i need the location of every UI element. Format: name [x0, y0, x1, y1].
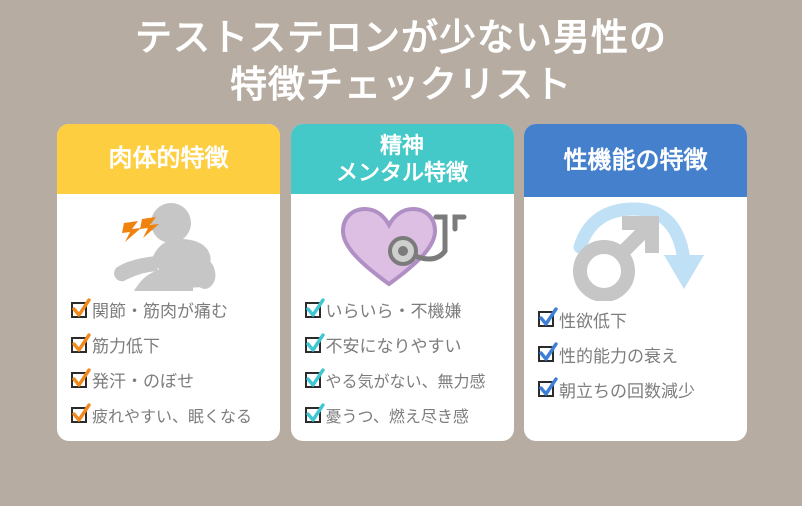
list-item[interactable]: 関節・筋肉が痛む	[71, 293, 280, 326]
list-item-label: やる気がない、無力感	[325, 373, 486, 391]
checkbox-checked-icon[interactable]	[71, 367, 91, 388]
checkbox-checked-icon[interactable]	[304, 297, 325, 318]
checkbox-checked-icon[interactable]	[304, 367, 325, 388]
list-item[interactable]: 疲れやすい、眠くなる	[71, 398, 280, 431]
page-title-line-2: 特徴チェックリスト	[230, 64, 572, 105]
card-physical: 肉体的特徴	[57, 124, 280, 441]
card-physical-header: 肉体的特徴	[57, 124, 280, 194]
list-item[interactable]: 憂うつ、燃え尽き感	[304, 398, 514, 431]
list-item[interactable]: 性的能力の衰え	[538, 338, 747, 371]
checkbox-checked-icon[interactable]	[71, 297, 91, 318]
card-mental: 精神 メンタル特徴 いらいら・不機嫌	[290, 124, 514, 441]
list-item-label: 発汗・のぼせ	[92, 372, 194, 391]
male-symbol-down-arrow-icon	[524, 197, 747, 301]
list-item[interactable]: いらいら・不機嫌	[304, 293, 514, 326]
card-mental-header: 精神 メンタル特徴	[290, 124, 514, 194]
card-sexual-header: 性機能の特徴	[524, 124, 747, 197]
card-sexual-list: 性欲低下 性的能力の衰え 朝立ちの回数減少	[524, 301, 747, 441]
card-physical-header-label: 肉体的特徴	[108, 145, 229, 173]
back-pain-person-icon	[57, 194, 280, 293]
list-item-label: 疲れやすい、眠くなる	[92, 408, 253, 426]
checkbox-checked-icon[interactable]	[538, 307, 558, 327]
list-item-label: いらいら・不機嫌	[325, 302, 462, 321]
cards-row: 肉体的特徴	[57, 124, 747, 441]
list-item[interactable]: やる気がない、無力感	[304, 363, 514, 396]
list-item-label: 性欲低下	[559, 311, 627, 331]
list-item[interactable]: 性欲低下	[538, 303, 747, 336]
list-item-label: 筋力低下	[92, 337, 160, 356]
checkbox-checked-icon[interactable]	[71, 402, 91, 423]
heart-stethoscope-icon	[291, 194, 514, 293]
checkbox-checked-icon[interactable]	[538, 342, 558, 362]
card-mental-list: いらいら・不機嫌 不安になりやすい やる気がない、無力感 憂うつ、燃え尽き感	[291, 293, 514, 441]
card-physical-list: 関節・筋肉が痛む 筋力低下 発汗・のぼせ 疲れやすい、眠くなる	[57, 293, 280, 441]
card-mental-header-label: 精神 メンタル特徴	[335, 132, 468, 185]
card-sexual: 性機能の特徴 性欲低下	[524, 124, 747, 441]
list-item[interactable]: 不安になりやすい	[304, 328, 514, 361]
list-item-label: 不安になりやすい	[325, 337, 462, 356]
list-item-label: 性的能力の衰え	[559, 346, 678, 366]
page-title-line-1: テストステロンが少ない男性の	[135, 17, 667, 58]
page-title: テストステロンが少ない男性の 特徴チェックリスト	[0, 14, 802, 108]
checkbox-checked-icon[interactable]	[304, 402, 325, 423]
checkbox-checked-icon[interactable]	[538, 377, 558, 397]
list-item-label: 朝立ちの回数減少	[559, 381, 695, 401]
checkbox-checked-icon[interactable]	[304, 332, 325, 353]
checkbox-checked-icon[interactable]	[71, 332, 91, 353]
list-item[interactable]: 朝立ちの回数減少	[538, 373, 747, 406]
card-sexual-header-label: 性機能の特徴	[563, 147, 708, 174]
list-item[interactable]: 筋力低下	[71, 328, 280, 361]
list-item-label: 関節・筋肉が痛む	[92, 302, 228, 321]
list-item[interactable]: 発汗・のぼせ	[71, 363, 280, 396]
list-item-label: 憂うつ、燃え尽き感	[325, 408, 469, 426]
